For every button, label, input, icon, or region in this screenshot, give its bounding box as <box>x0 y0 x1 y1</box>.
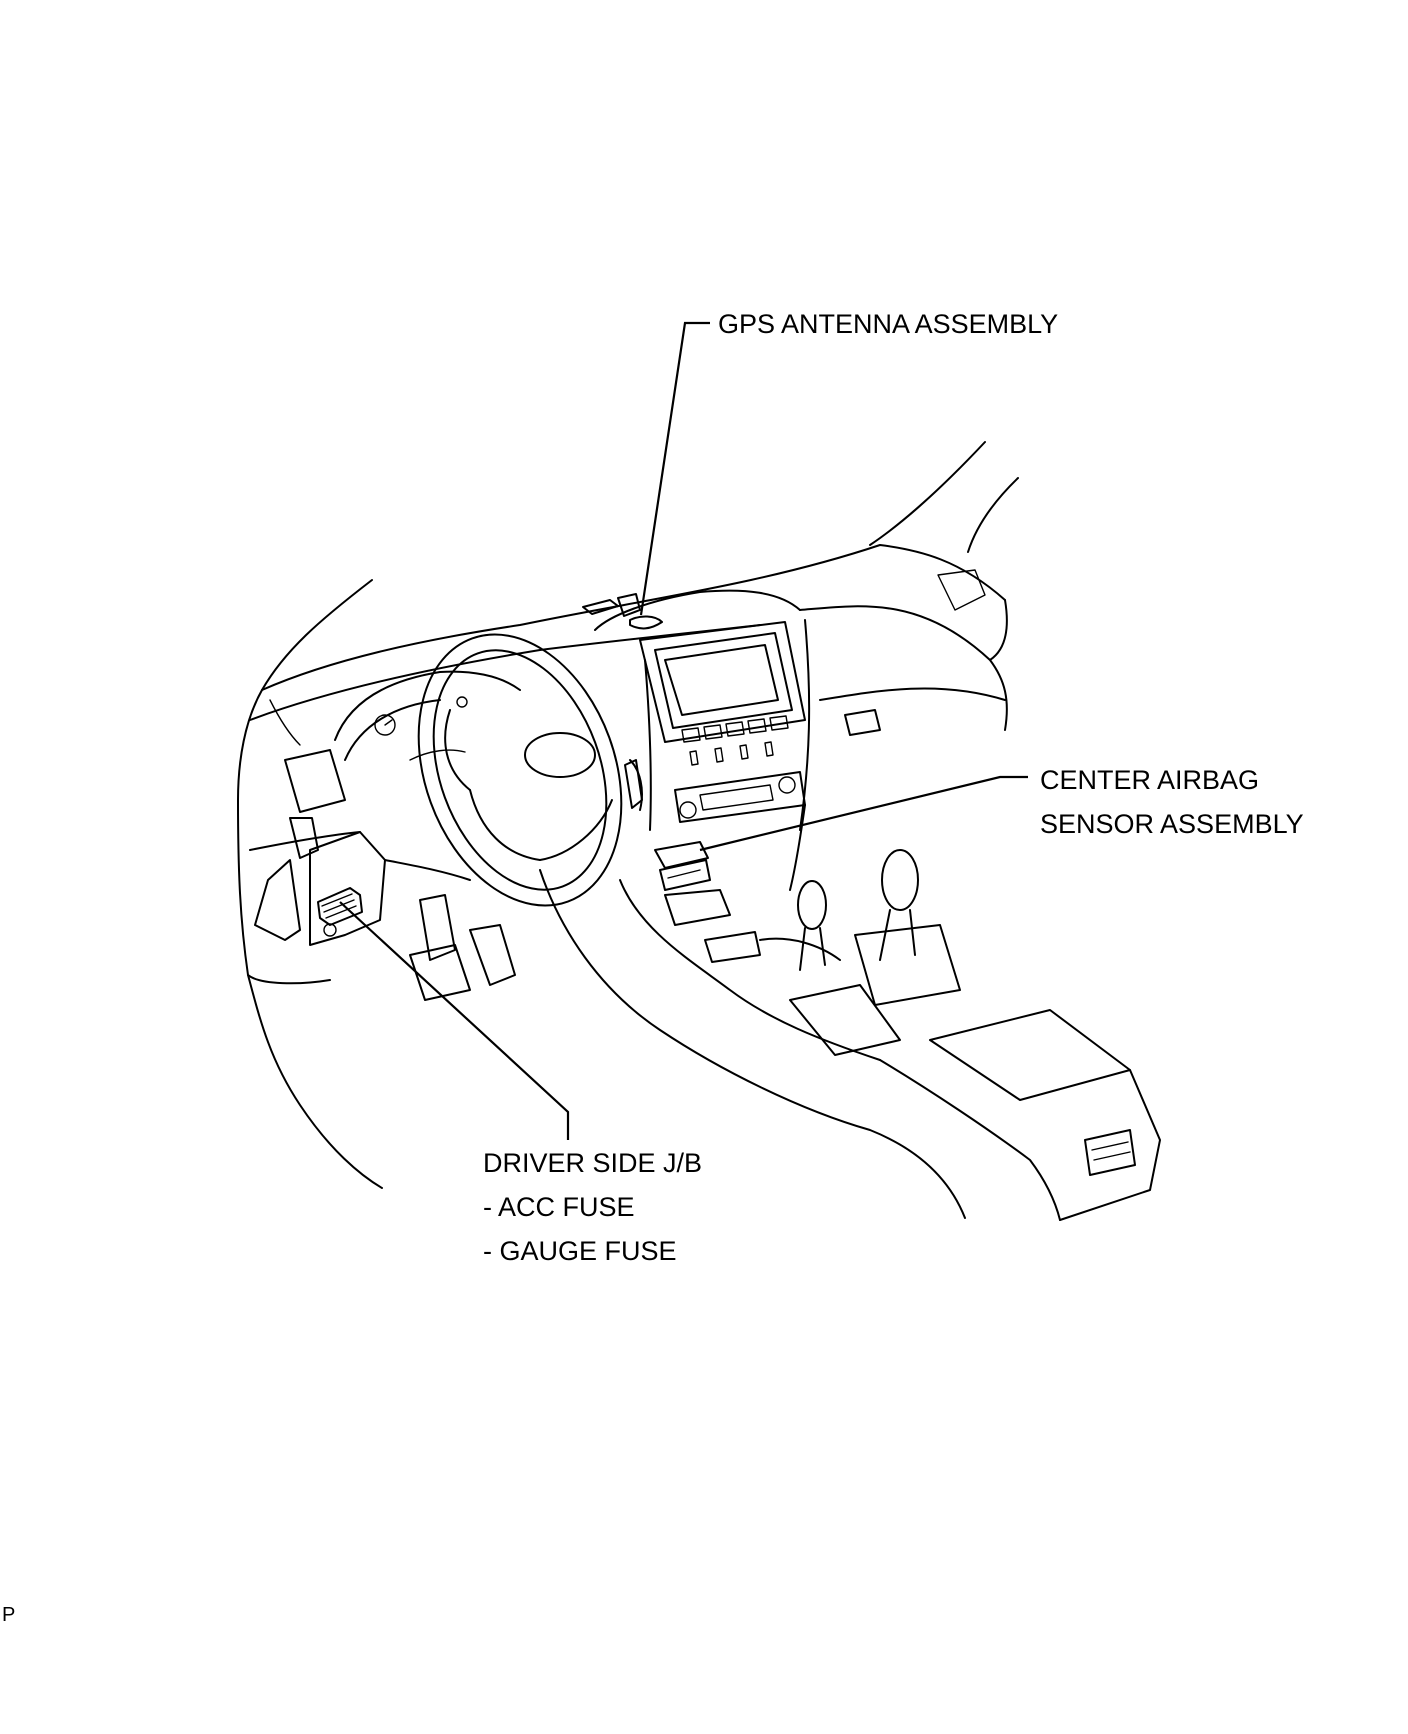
center-console <box>619 849 1161 1221</box>
center-airbag-sensor-illustration <box>654 841 711 891</box>
steering-wheel <box>417 633 643 907</box>
callout-leaders <box>339 321 1028 1140</box>
center-airbag-sensor-label: CENTER AIRBAG SENSOR ASSEMBLY <box>1040 758 1304 846</box>
gps-leader-line <box>639 321 710 616</box>
driver-side-jb-illustration <box>254 817 386 946</box>
lower-dash <box>247 859 966 1219</box>
dashboard-top <box>249 544 1008 721</box>
gps-antenna-illustration <box>582 593 663 630</box>
jb-label-title: DRIVER SIDE J/B <box>483 1148 703 1178</box>
footer-mark: P <box>2 1604 16 1626</box>
airbag-label-line-1: CENTER AIRBAG <box>1040 765 1260 795</box>
airbag-label-line-2: SENSOR ASSEMBLY <box>1040 809 1304 839</box>
dash-left-end <box>237 689 361 985</box>
driver-side-jb-label: DRIVER SIDE J/B - ACC FUSE - GAUGE FUSE <box>483 1141 702 1273</box>
center-stack-buttons <box>681 715 789 766</box>
gps-antenna-label-line: GPS ANTENNA ASSEMBLY <box>718 309 1059 339</box>
gps-antenna-label: GPS ANTENNA ASSEMBLY <box>718 302 1058 346</box>
instrument-cluster <box>334 670 521 761</box>
windshield-pillars <box>261 441 1019 691</box>
jb-leader-line <box>339 901 570 1140</box>
passenger-dash <box>789 605 1008 891</box>
jb-label-gauge-fuse: - GAUGE FUSE <box>483 1236 677 1266</box>
center-stack <box>594 589 811 831</box>
airbag-leader-line <box>699 775 1028 852</box>
jb-label-acc-fuse: - ACC FUSE <box>483 1192 635 1222</box>
